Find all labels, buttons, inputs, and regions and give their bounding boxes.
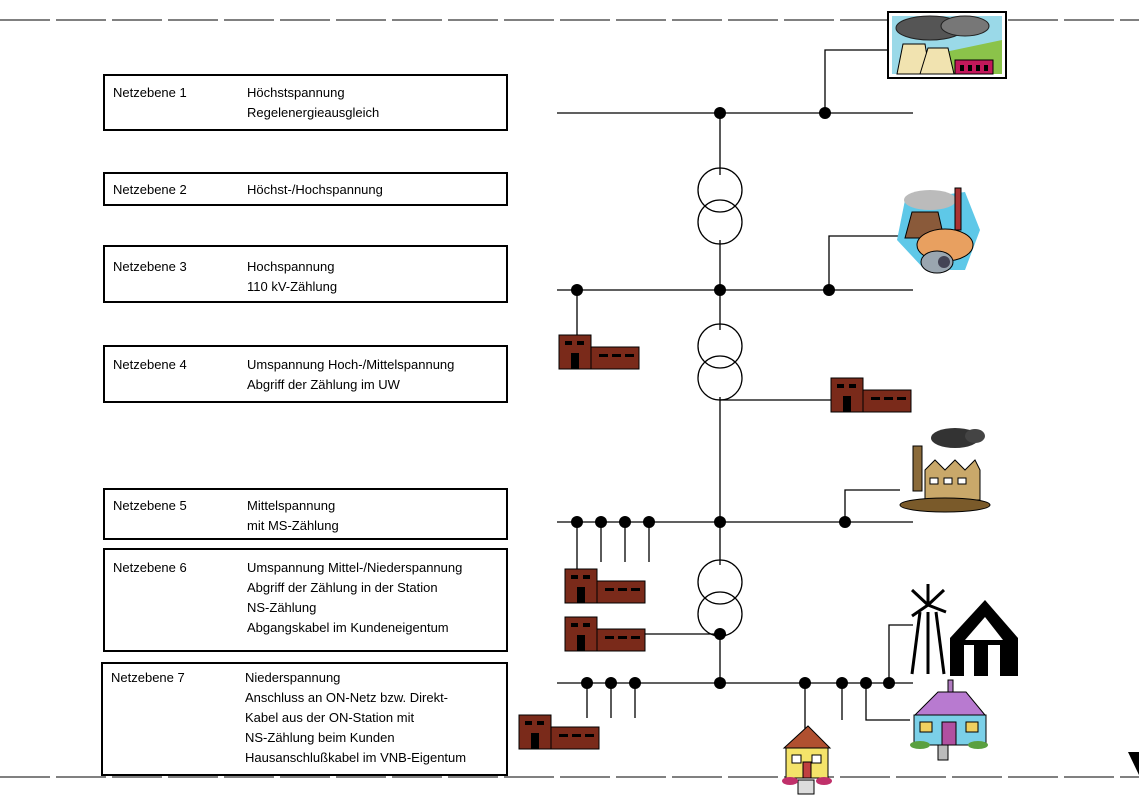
level-description: Mittelspannung mit MS-Zählung: [247, 498, 339, 533]
arrow-fragment-icon: [1128, 752, 1139, 775]
level-name: Netzebene 2: [113, 182, 187, 197]
industrial-smokestack-icon: [899, 428, 991, 513]
level-box-5: Netzebene 5 Mittelspannung mit MS-Zählun…: [103, 488, 508, 540]
level-box-2: Netzebene 2 Höchst-/Hochspannung: [103, 172, 508, 206]
transformer-icon: [697, 559, 743, 637]
factory-icon: [564, 616, 646, 652]
windmill-barn-icon: [910, 584, 1018, 676]
level-box-4: Netzebene 4 Umspannung Hoch-/Mittelspann…: [103, 345, 508, 403]
level-description: Höchst-/Hochspannung: [247, 182, 383, 197]
level-description: Hochspannung 110 kV-Zählung: [247, 259, 338, 294]
house-icon: [782, 725, 832, 795]
power-plant-icon: [887, 11, 1007, 79]
level-box-6: Netzebene 6 Umspannung Mittel-/Niederspa…: [103, 548, 508, 652]
level-description: Niederspannung Anschluss an ON-Netz bzw.…: [245, 670, 467, 765]
house-icon: [910, 679, 988, 761]
transformer-icon: [697, 323, 743, 401]
level-name: Netzebene 7: [111, 670, 185, 685]
level-box-3: Netzebene 3 Hochspannung 110 kV-Zählung: [103, 245, 508, 303]
factory-icon: [830, 377, 912, 413]
transformer-icon: [697, 167, 743, 245]
factory-icon: [564, 568, 646, 604]
nuclear-plant-icon: [897, 187, 980, 274]
factory-icon: [558, 334, 640, 370]
level-name: Netzebene 6: [113, 560, 187, 575]
level-box-1: Netzebene 1 Höchstspannung Regelenergiea…: [103, 74, 508, 131]
level-description: Umspannung Hoch-/Mittelspannung Abgriff …: [247, 357, 455, 392]
factory-icon: [518, 714, 600, 750]
level-name: Netzebene 3: [113, 259, 187, 274]
level-description: Umspannung Mittel-/Niederspannung Abgrif…: [247, 560, 463, 635]
level-box-7: Netzebene 7 Niederspannung Anschluss an …: [101, 662, 508, 776]
level-name: Netzebene 1: [113, 85, 187, 100]
level-name: Netzebene 5: [113, 498, 187, 513]
level-description: Höchstspannung Regelenergieausgleich: [247, 85, 380, 120]
level-name: Netzebene 4: [113, 357, 187, 372]
